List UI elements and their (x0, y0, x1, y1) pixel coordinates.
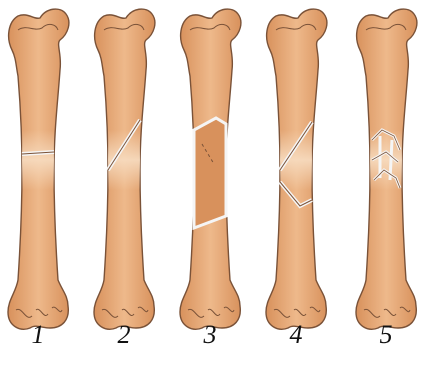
label-5: 5 (371, 318, 401, 352)
bone-5 (356, 9, 417, 329)
label-4: 4 (281, 318, 311, 352)
bone-4 (266, 9, 327, 329)
fracture-segment-3 (194, 118, 226, 228)
label-1: 1 (23, 318, 53, 352)
bone-3 (180, 9, 241, 329)
bone-1 (8, 9, 69, 329)
label-3: 3 (195, 318, 225, 352)
bone-2 (94, 9, 155, 329)
label-2: 2 (109, 318, 139, 352)
